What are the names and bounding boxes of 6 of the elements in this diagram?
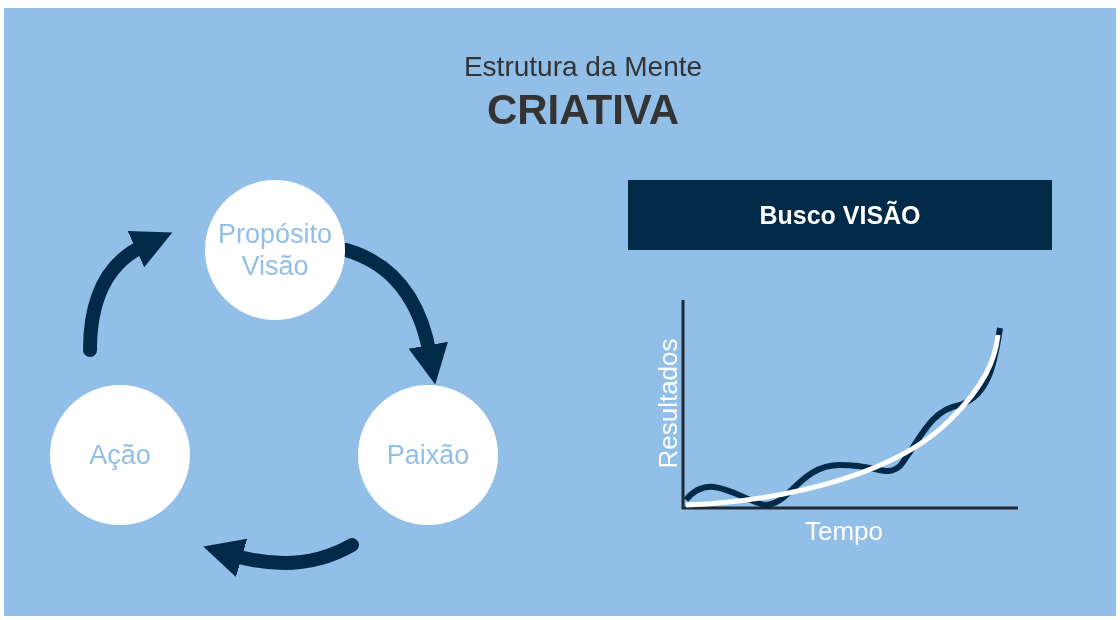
curved-arrow xyxy=(203,538,359,577)
axis-label: Tempo xyxy=(805,516,884,547)
header-banner: Busco VISÃO xyxy=(628,180,1052,250)
axis-label: Resultados xyxy=(652,338,684,469)
curved-arrow xyxy=(83,231,172,357)
title: Estrutura da Mente CRIATIVA xyxy=(462,50,704,135)
